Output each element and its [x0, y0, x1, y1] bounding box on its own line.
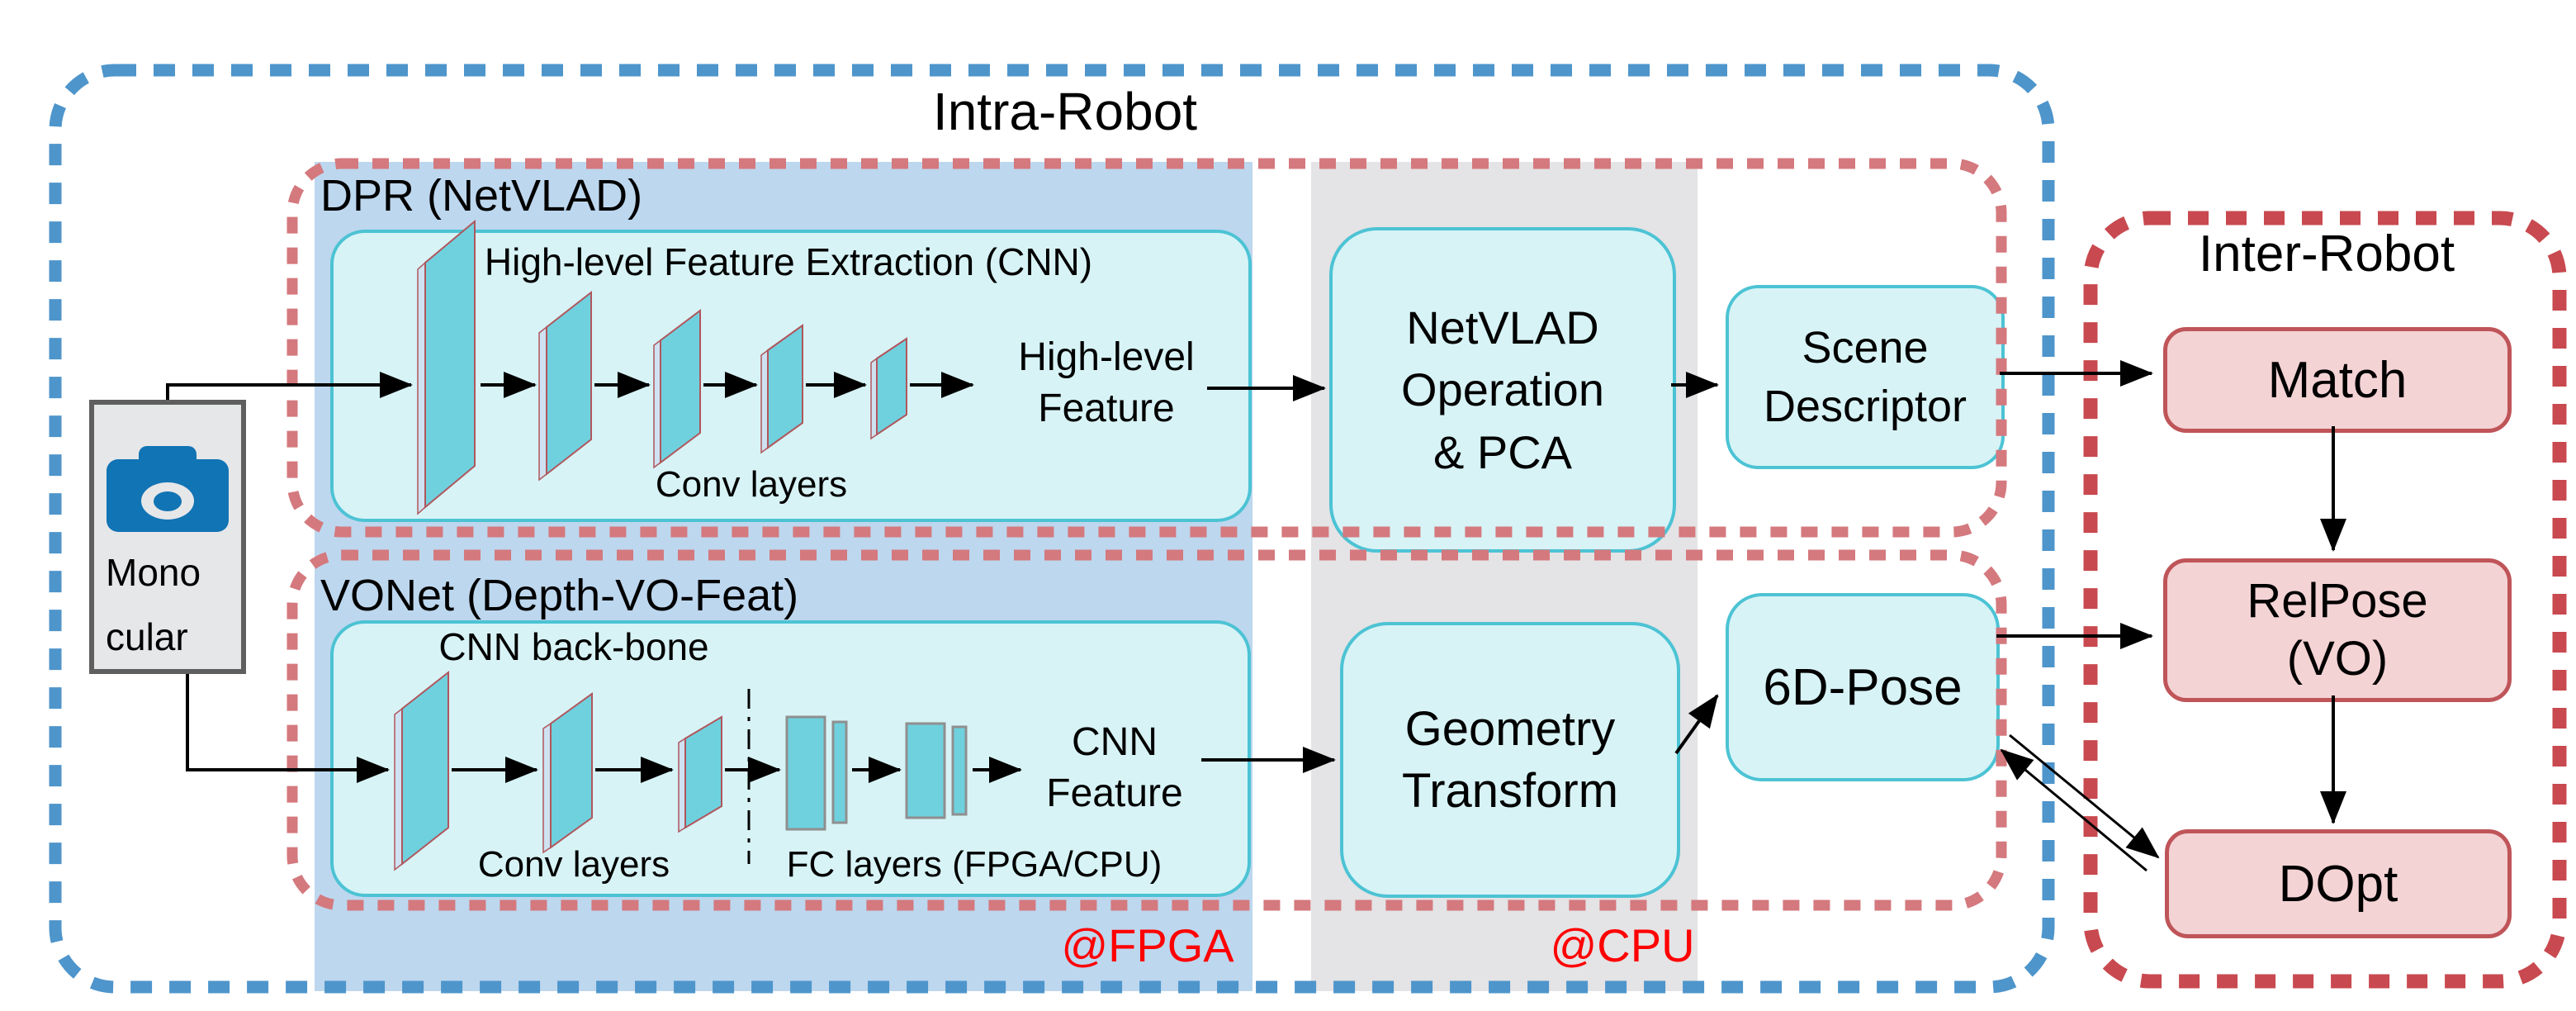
vonet-backbone-title: CNN back-bone — [438, 625, 709, 668]
vonet-conv-caption: Conv layers — [477, 844, 670, 885]
intra-robot-title: Intra-Robot — [932, 82, 1198, 141]
inter-robot-title: Inter-Robot — [2198, 225, 2455, 282]
pose-to-dopt-arrow — [2009, 733, 2160, 859]
dpr-extraction-title: High-level Feature Extraction (CNN) — [484, 240, 1093, 283]
dpr-conv-caption: Conv layers — [655, 464, 848, 505]
geometry-transform-box: Geometry Transform — [1340, 622, 1680, 898]
scene-descriptor-box: Scene Descriptor — [1726, 285, 2005, 469]
vonet-feature-label: CNN Feature — [1046, 720, 1183, 816]
dpr-feature-label: High-level Feature — [1018, 335, 1195, 431]
relpose-box: RelPose (VO) — [2163, 558, 2512, 702]
pose-box: 6D-Pose — [1726, 593, 2000, 781]
monocular-camera: Mono cular — [89, 400, 246, 674]
match-box: Match — [2163, 327, 2512, 433]
camera-label: Mono cular — [106, 551, 201, 659]
vonet-label: VONet (Depth-VO-Feat) — [320, 571, 799, 620]
vonet-fc-caption: FC layers (FPGA/CPU) — [786, 844, 1163, 885]
dopt-to-pose-arrow — [2000, 748, 2147, 872]
cpu-label: @CPU — [1550, 919, 1695, 971]
netvlad-operation-box: NetVLAD Operation & PCA — [1329, 227, 1676, 553]
fpga-label: @FPGA — [1061, 919, 1234, 971]
dopt-box: DOpt — [2165, 829, 2512, 938]
dpr-label: DPR (NetVLAD) — [320, 171, 643, 221]
